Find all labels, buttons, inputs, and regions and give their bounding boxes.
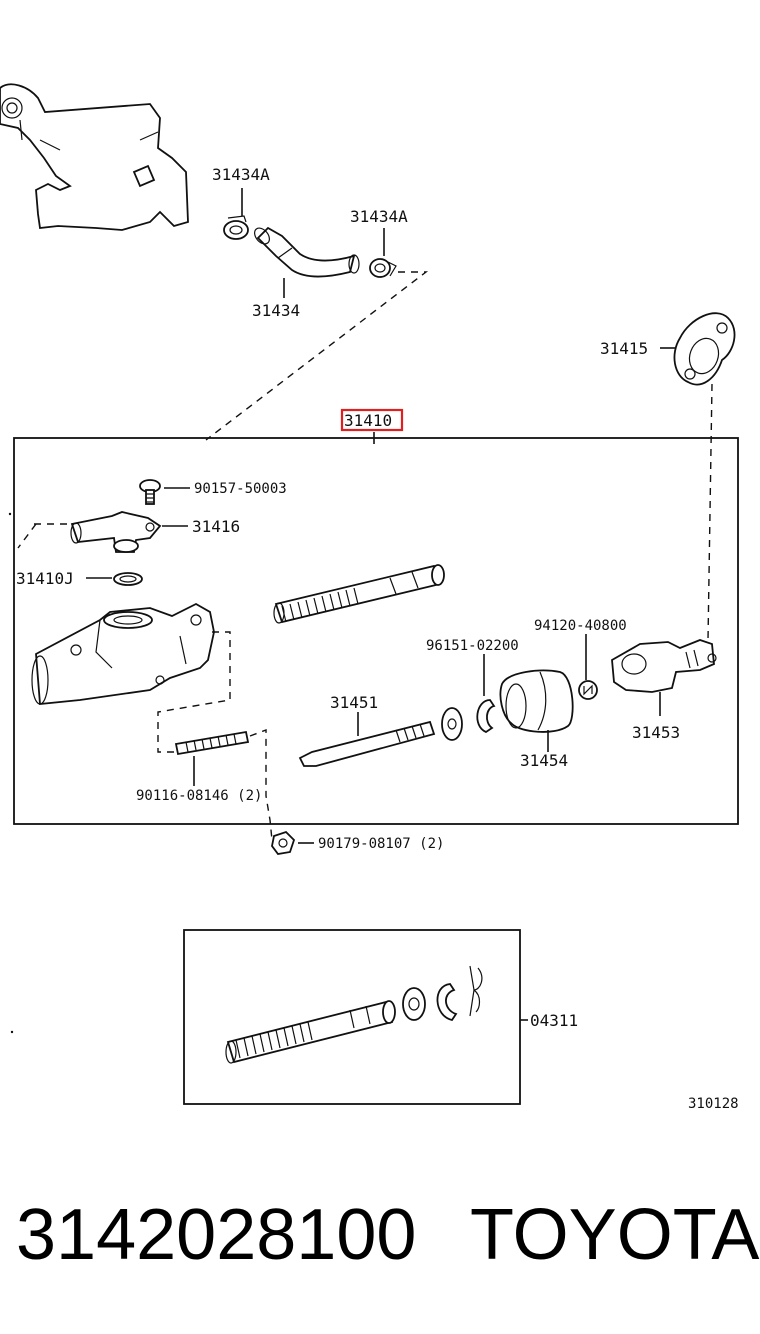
reservoir-tank (0, 83, 189, 231)
kit-snap-ring (436, 983, 458, 1022)
label-31434A-right: 31434A (350, 207, 408, 226)
label-96151-02200: 96151-02200 (426, 638, 519, 654)
label-90157-50003: 90157-50003 (194, 481, 287, 497)
repair-kit-box-04311 (183, 929, 521, 1105)
piston-assembly (273, 564, 445, 624)
nut-94120 (578, 680, 598, 700)
label-31434: 31434 (252, 301, 300, 320)
label-31453: 31453 (632, 723, 680, 742)
label-31416: 31416 (192, 517, 240, 536)
o-ring-31410J (113, 572, 143, 586)
parts-diagram: 31434A 31434A 31434 31415 31410 90157-50… (0, 83, 739, 1112)
hose-31434 (254, 226, 360, 278)
assembly-box-31410 (13, 437, 739, 825)
kit-clip (469, 965, 483, 1017)
label-31454: 31454 (520, 751, 568, 770)
hose-clamp-right (369, 258, 397, 278)
label-310128: 310128 (688, 1096, 739, 1112)
nut-90179 (271, 830, 296, 855)
gasket-31415 (673, 312, 736, 386)
label-31434A-top: 31434A (212, 165, 270, 184)
highlight-box-31410 (340, 408, 404, 432)
snap-ring-96151 (476, 699, 496, 734)
brand-name: TOYOTA (470, 1195, 760, 1275)
kit-washer (402, 987, 426, 1021)
washer (441, 707, 463, 741)
hose-clamp-left (223, 215, 249, 240)
union-31416 (70, 511, 162, 553)
label-04311: 04311 (530, 1011, 578, 1030)
label-90116-08146: 90116-08146 (2) (136, 788, 262, 804)
boot-31454 (499, 669, 574, 733)
clevis-31453 (611, 639, 717, 693)
push-rod-31451 (298, 720, 436, 767)
label-94120-40800: 94120-40800 (534, 618, 627, 634)
stud-bolt-90116 (174, 730, 250, 756)
screw-90157 (139, 479, 161, 505)
label-31410J: 31410J (16, 569, 74, 588)
label-31451: 31451 (330, 693, 378, 712)
part-number: 3142028100 (16, 1195, 417, 1275)
label-90179-08107: 90179-08107 (2) (318, 836, 444, 852)
label-31415: 31415 (600, 339, 648, 358)
cylinder-body (31, 602, 215, 705)
label-31410: 31410 (344, 411, 392, 430)
kit-piston (225, 1000, 396, 1064)
